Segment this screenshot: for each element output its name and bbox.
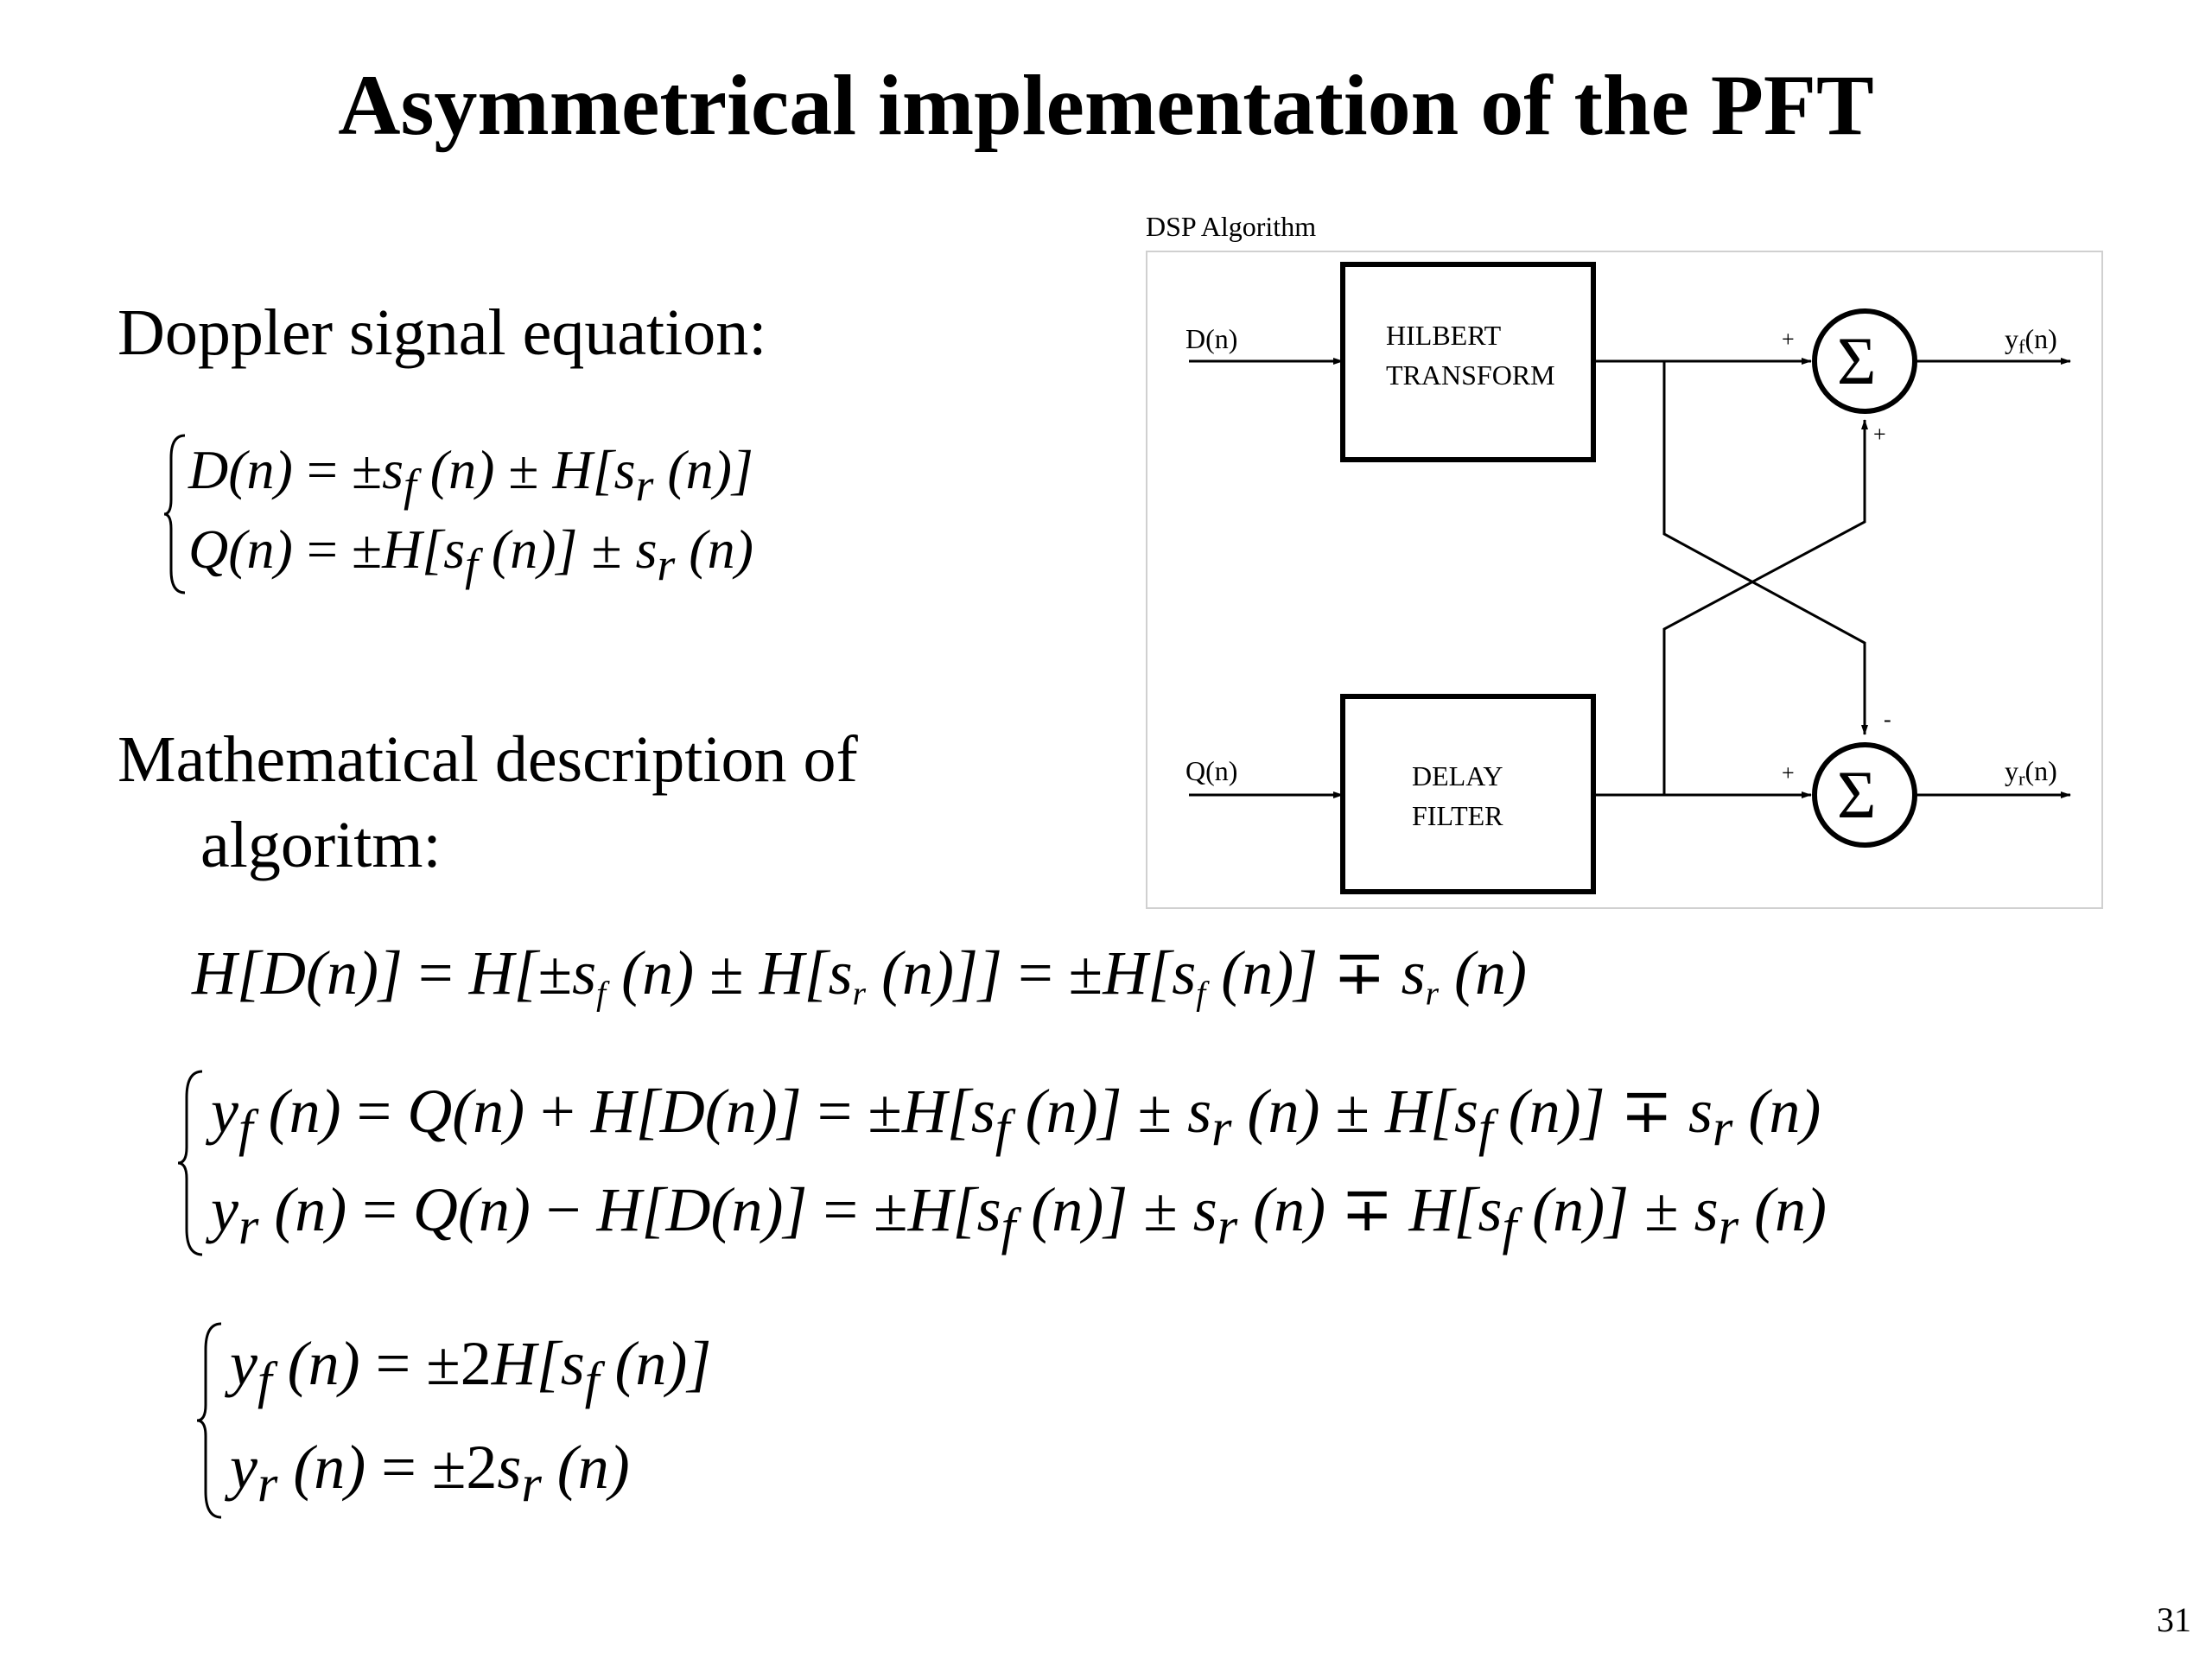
sum-top-symbol: Σ: [1837, 323, 1877, 398]
output-yf-expanded: yf (n) = Q(n) + H[D(n)] = ±H[sf (n)] ± s…: [211, 1077, 1821, 1157]
doppler-equation-system: D(n) = ±sf (n) ± H[sr (n)] Q(n) = ±H[sf …: [162, 432, 819, 596]
math-heading-line2: algoritm:: [200, 808, 442, 881]
doppler-heading: Doppler signal equation:: [118, 296, 767, 369]
hilbert-cross-wire: [1662, 361, 1868, 735]
delay-label-line1: DELAY: [1412, 760, 1503, 791]
left-brace-icon: [177, 1070, 203, 1256]
input-q-label: Q(n): [1185, 755, 1238, 786]
math-heading-line1: Mathematical description of: [118, 723, 858, 796]
sign-bottom-cross: -: [1884, 707, 1891, 732]
math-heading: Mathematical description of algoritm:: [118, 717, 858, 888]
hilbert-transform-block: [1340, 262, 1596, 462]
hilbert-label-line2: TRANSFORM: [1386, 359, 1555, 391]
delay-cross-wire: [1662, 419, 1868, 795]
outputs-result-system: yf (n) = ±2H[sf (n)] yr (n) = ±2sr (n): [195, 1320, 852, 1521]
output-yr-result: yr (n) = ±2sr (n): [230, 1433, 630, 1513]
diagram-wires: [1189, 262, 2071, 894]
delay-label-line2: FILTER: [1412, 800, 1503, 831]
sign-bottom-in: +: [1782, 760, 1795, 785]
doppler-eq-q: Q(n) = ±H[sf (n)] ± sr (n): [188, 518, 753, 590]
diagram-caption: DSP Algorithm: [1146, 211, 1317, 242]
hilbert-of-d-equation: H[D(n)] = H[±sf (n) ± H[sr (n)]] = ±H[sf…: [192, 938, 1527, 1013]
output-yf-result: yf (n) = ±2H[sf (n)]: [230, 1329, 712, 1409]
input-d-label: D(n): [1185, 323, 1238, 354]
outputs-expanded-system: yf (n) = Q(n) + H[D(n)] = ±H[sf (n)] ± s…: [176, 1068, 1827, 1258]
slide-title: Asymmetrical implementation of the PFT: [338, 57, 1874, 153]
left-brace-icon: [163, 434, 186, 594]
output-yr-expanded: yr (n) = Q(n) − H[D(n)] = ±H[sf (n)] ± s…: [211, 1175, 1827, 1255]
sign-top-in: +: [1782, 327, 1795, 352]
output-yf-label: yf(n): [2005, 323, 2057, 358]
doppler-eq-d: D(n) = ±sf (n) ± H[sr (n)]: [188, 439, 753, 511]
delay-filter-block: [1340, 694, 1596, 894]
sum-bottom-symbol: Σ: [1837, 757, 1877, 832]
left-brace-icon: [196, 1322, 222, 1519]
output-yr-label: yr(n): [2005, 755, 2057, 790]
page-number: 31: [2157, 1600, 2191, 1639]
sign-top-cross: +: [1873, 422, 1886, 447]
hilbert-label-line1: HILBERT: [1386, 320, 1502, 351]
dsp-block-diagram: D(n) Q(n) HILBERT TRANSFORM DELAY FILTER…: [1146, 251, 2103, 909]
